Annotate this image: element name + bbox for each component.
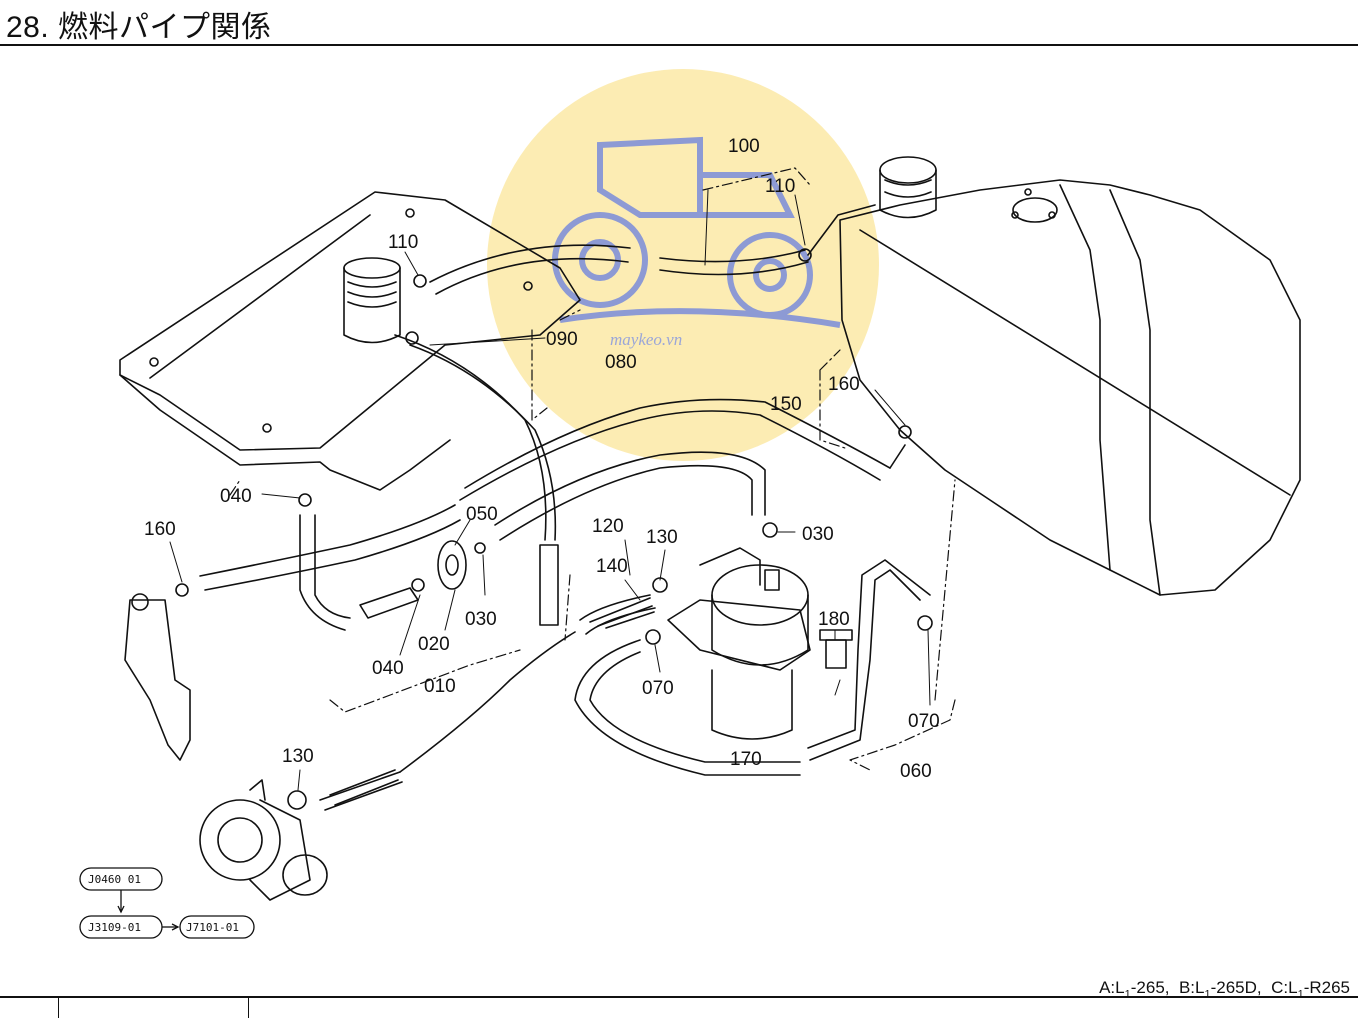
label-170: 170 (730, 749, 762, 770)
label-110-left: 110 (388, 232, 418, 253)
footer-tick (58, 996, 59, 1018)
label-130-bottom: 130 (282, 746, 314, 767)
label-040-bottom: 040 (372, 658, 404, 679)
fuel-pump (199, 779, 328, 901)
label-060: 060 (900, 761, 932, 782)
spring-hose-130 (329, 769, 399, 806)
label-050: 050 (466, 504, 498, 525)
injector (124, 599, 191, 761)
label-130-top: 130 (646, 527, 678, 548)
hose-top-right (659, 249, 809, 276)
ref-j7101: J7101-01 (186, 921, 239, 934)
label-030-right: 030 (802, 524, 834, 545)
label-100: 100 (728, 136, 760, 157)
right-fuel-tank (839, 179, 1301, 596)
footer-tick (248, 996, 249, 1018)
label-160-right: 160 (828, 374, 860, 395)
label-180: 180 (818, 609, 850, 630)
part-labels: 100 110 110 090 080 160 150 040 160 050 … (144, 136, 940, 782)
ref-j3109: J3109-01 (88, 921, 141, 934)
label-140: 140 (596, 556, 628, 577)
ref-j0460: J0460 01 (88, 873, 141, 886)
page-title: 28. 燃料パイプ関係 (6, 11, 272, 44)
label-150: 150 (770, 394, 802, 415)
watermark-text: maykeo.vn (610, 330, 682, 349)
label-090: 090 (546, 329, 578, 350)
label-040-top: 040 (220, 486, 252, 507)
spring-hose-140 (589, 597, 655, 629)
model-note: A:L1-265, B:L1-265D, C:L1-R265 (1099, 978, 1350, 1001)
reference-chain (79, 867, 255, 939)
label-120: 120 (592, 516, 624, 537)
label-070-left: 070 (642, 678, 674, 699)
label-160-left: 160 (144, 519, 176, 540)
fuel-filter (667, 547, 811, 740)
left-fuel-tank (119, 191, 581, 451)
hose-top-left (429, 244, 631, 295)
label-080: 080 (605, 352, 637, 373)
label-070-right: 070 (908, 711, 940, 732)
label-020: 020 (418, 634, 450, 655)
label-030-mid: 030 (465, 609, 497, 630)
label-110-top: 110 (765, 176, 795, 197)
title-rule (0, 44, 1358, 46)
label-010: 010 (424, 676, 456, 697)
footer-rule (0, 996, 1358, 998)
watermark: maykeo.vn (487, 69, 879, 461)
